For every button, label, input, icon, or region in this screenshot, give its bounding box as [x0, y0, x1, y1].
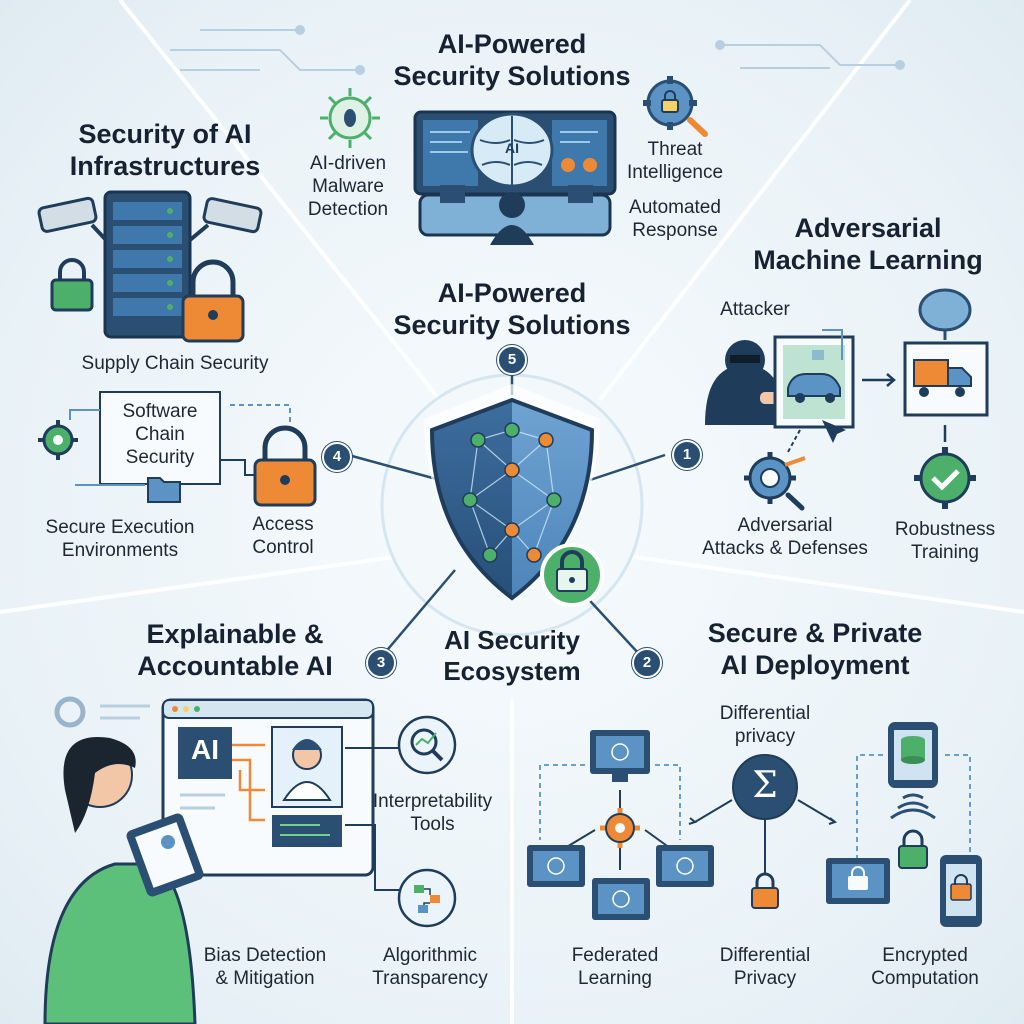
adversarial-brain-icon [918, 288, 972, 340]
car-icon [787, 373, 841, 403]
federated-gear-icon [600, 808, 640, 848]
settings-gear-icon [54, 696, 150, 728]
attacker-figure [705, 340, 785, 425]
camera-left-icon [37, 196, 108, 242]
access-control-label: Access Control [252, 514, 314, 558]
monitor-left-icon [527, 845, 585, 887]
explainable-section-title: Explainable & Accountable AI [137, 619, 333, 681]
phone-lock-icon [940, 855, 982, 927]
algorithmic-transparency-label: Algorithmic Transparency [372, 945, 488, 989]
monitor-top-icon [590, 730, 650, 782]
flowchart-icon [397, 868, 457, 928]
dp-lock-icon [751, 872, 779, 909]
federated-network [539, 764, 681, 840]
camera-right-icon [188, 197, 263, 242]
magnifier-chart-icon [397, 715, 457, 775]
wireless-icon [890, 793, 936, 820]
orange-lock-icon [181, 259, 245, 343]
encrypted-lock-icon [898, 829, 928, 869]
access-lock-icon [253, 425, 317, 507]
monitor-right-icon [656, 845, 714, 887]
shield-lock-icon [540, 543, 604, 607]
robustness-training-label: Robustness Training [894, 519, 996, 563]
marker-1: 1 [672, 440, 702, 470]
folder-icon [147, 477, 181, 503]
interp-connector [345, 747, 400, 891]
server-rack-icon [103, 190, 192, 339]
brain-icon [470, 112, 554, 188]
marker-5: 5 [497, 345, 527, 375]
cursor-icon [822, 420, 846, 443]
sigma-node [688, 754, 838, 875]
threat-gear-icon [643, 76, 708, 137]
connector-spokes [351, 372, 666, 656]
center-title: AI Security Ecosystem [443, 625, 581, 686]
encrypted-computation-label: Encrypted Computation [871, 945, 979, 989]
automated-response-label: Automated Response [629, 197, 721, 241]
operator-figure [490, 192, 534, 245]
software-chain-label: Software Chain Security [122, 401, 198, 468]
software-chain-diagram [69, 391, 291, 486]
doctor-avatar [282, 739, 332, 801]
attack-gear-icon [744, 429, 806, 511]
marker-3: 3 [366, 648, 396, 678]
infra-section-title: Security of AI Infrastructures [69, 119, 261, 181]
top-section-title: AI-Powered Security Solutions [393, 29, 631, 91]
adversarial-attacks-label: Adversarial Attacks & Defenses [702, 515, 868, 559]
soc-ai-badge: AI [505, 140, 519, 156]
federated-learning-label: Federated Learning [571, 945, 659, 989]
truck-icon [903, 341, 989, 417]
monitor-bottom-icon [592, 878, 650, 920]
arrow-to-truck [822, 329, 896, 387]
threat-intelligence-label: Threat Intelligence [626, 139, 724, 183]
gear-icon [38, 420, 78, 460]
bias-detection-label: Bias Detection & Mitigation [203, 945, 327, 989]
malware-virus-icon [320, 88, 380, 148]
shield-icon [424, 384, 600, 601]
secure-execution-label: Secure Execution Environments [45, 517, 195, 561]
browser-window [161, 698, 375, 877]
woman-figure [43, 737, 204, 1024]
laptop-lock-icon [826, 858, 890, 904]
center-subtitle: AI-Powered Security Solutions [393, 278, 631, 340]
circuit-decor [170, 25, 905, 75]
differential-privacy-top-label: Differential privacy [719, 703, 811, 747]
ai-box-label: AI [191, 734, 219, 765]
supply-chain-label: Supply Chain Security [81, 353, 269, 374]
deployment-section-title: Secure & Private AI Deployment [707, 618, 923, 680]
malware-detection-label: AI-driven Malware Detection [307, 153, 389, 220]
marker-4: 4 [322, 442, 352, 472]
robustness-gear-icon [914, 425, 976, 509]
sigma-symbol: Σ [752, 765, 778, 806]
marker-2: 2 [632, 648, 662, 678]
encrypted-network [856, 754, 971, 860]
adversarial-section-title: Adversarial Machine Learning [753, 213, 983, 275]
differential-privacy-bottom-label: Differential Privacy [719, 945, 811, 989]
attacker-label: Attacker [720, 299, 790, 320]
database-phone-icon [888, 722, 938, 788]
green-lock-icon [50, 258, 94, 312]
interpretability-label: Interpretability Tools [372, 791, 493, 835]
